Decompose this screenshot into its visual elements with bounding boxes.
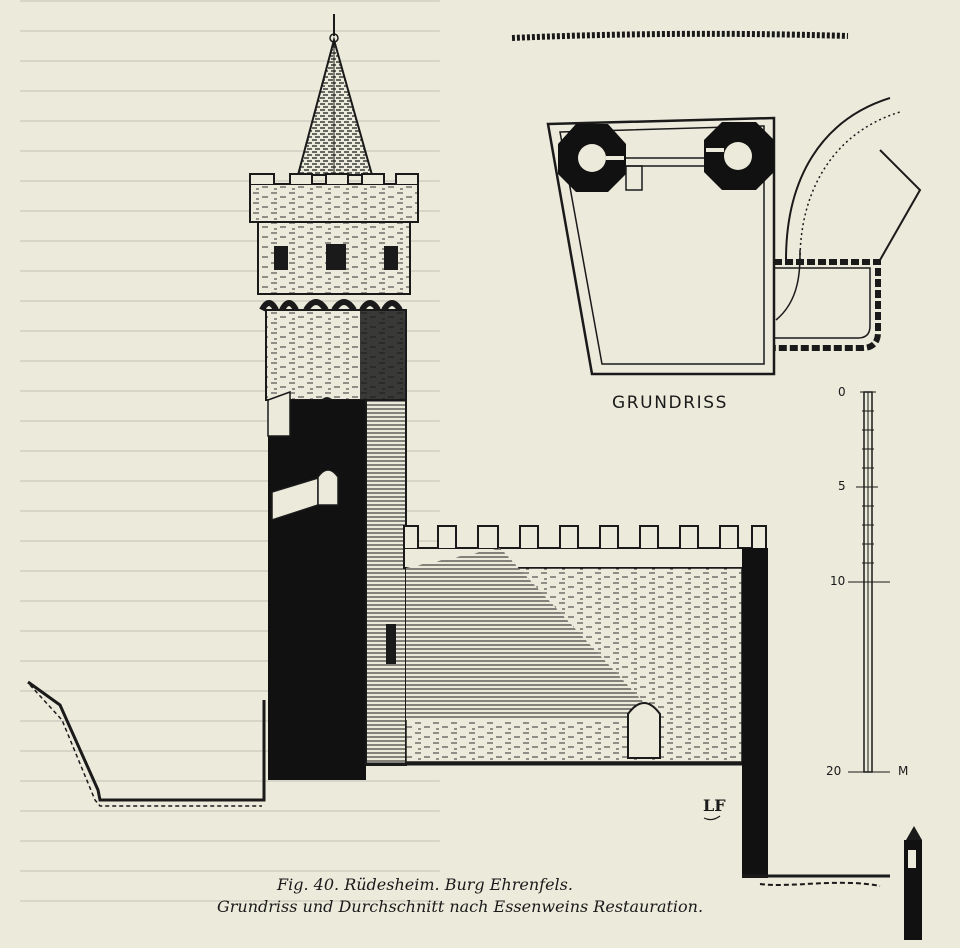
plan-tower-right: [704, 122, 774, 190]
scale-bar: [848, 391, 890, 773]
plan-label: GRUNDRISS: [612, 393, 729, 413]
floor-plan: [546, 97, 922, 376]
small-turret-right: [904, 826, 922, 940]
scale-unit-label: M: [898, 764, 909, 778]
figure-caption: Fig. 40. Rüdesheim. Burg Ehrenfels. Grun…: [0, 874, 960, 918]
scale-tick-label: 10: [830, 574, 846, 588]
caption-line-1: Fig. 40. Rüdesheim. Burg Ehrenfels.: [277, 875, 573, 894]
tower-shaft: [265, 309, 407, 780]
decorative-rule: [511, 30, 849, 41]
scale-tick-label: 5: [838, 479, 846, 493]
section-drawing: [27, 14, 922, 940]
caption-line-2: Grundriss und Durchschnitt nach Essenwei…: [216, 897, 704, 916]
artist-monogram: LF: [703, 796, 726, 815]
tower-spire: [296, 14, 374, 176]
curtain-wall: [403, 525, 768, 878]
plan-tower-left: [558, 124, 626, 192]
terrain-right: [366, 762, 890, 878]
terrain-left: [27, 680, 266, 802]
tower-crown: [249, 173, 419, 312]
scale-tick-label: 20: [826, 764, 842, 778]
scale-tick-label: 0: [838, 385, 846, 399]
